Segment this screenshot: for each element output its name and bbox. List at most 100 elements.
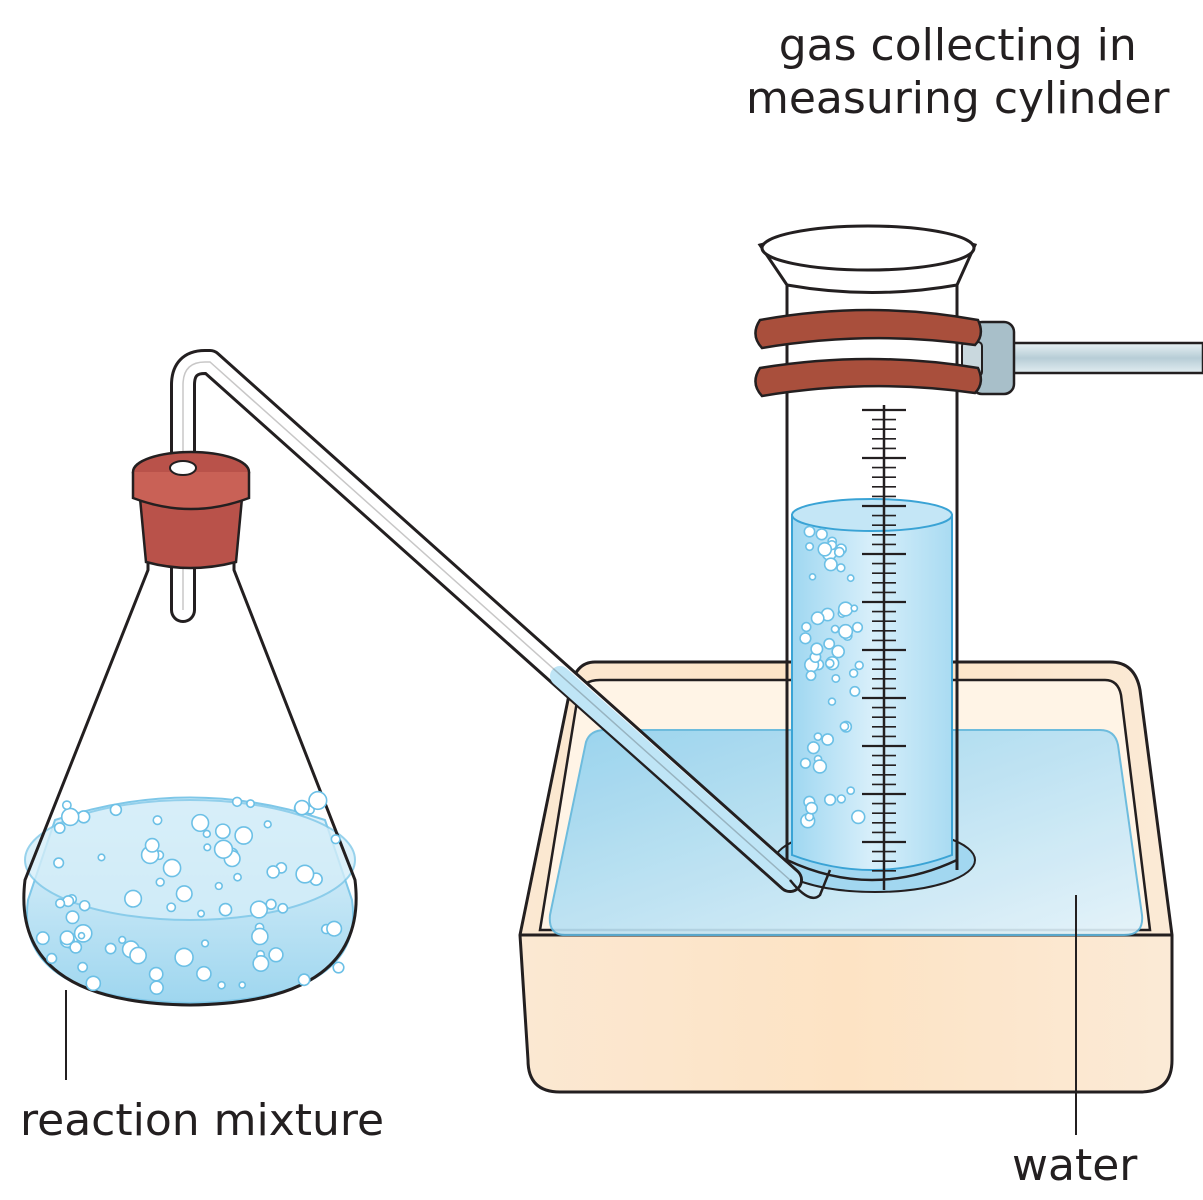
bubble xyxy=(848,668,859,679)
bubble xyxy=(252,954,270,973)
bubble xyxy=(124,889,143,908)
bubble xyxy=(60,807,80,827)
flask-reaction-bubbles xyxy=(35,790,345,995)
bubble xyxy=(813,732,823,742)
bubble xyxy=(812,759,828,774)
bubble xyxy=(249,900,269,919)
bubble xyxy=(277,902,289,914)
bubble xyxy=(849,685,861,697)
bubble xyxy=(332,961,345,974)
bubble xyxy=(846,786,856,796)
bubble xyxy=(824,658,835,669)
bubble xyxy=(162,858,182,878)
bubble xyxy=(53,857,65,869)
bubble xyxy=(77,931,86,940)
clamp-rings xyxy=(754,308,983,398)
bubble xyxy=(174,947,194,968)
bubble xyxy=(850,604,859,613)
bubble xyxy=(109,803,123,817)
bubble xyxy=(854,660,864,671)
bubble xyxy=(799,632,812,645)
bubble xyxy=(166,902,177,913)
bubble xyxy=(175,885,193,903)
bubble xyxy=(55,898,66,909)
bubble xyxy=(238,981,247,989)
bubble xyxy=(234,826,254,845)
bubble xyxy=(294,799,310,816)
bubble xyxy=(148,966,164,982)
bubble xyxy=(46,952,58,965)
gas-collecting-label-line2: measuring cylinder xyxy=(746,72,1170,124)
bubble xyxy=(149,980,164,995)
bubble xyxy=(823,637,836,650)
bubble xyxy=(851,621,864,633)
bubble xyxy=(77,810,91,824)
bubble xyxy=(838,623,854,639)
bubble xyxy=(118,935,127,945)
bubble xyxy=(251,927,269,946)
bubble xyxy=(35,931,50,946)
cylinder-graduations xyxy=(862,405,906,890)
bubble xyxy=(59,930,75,946)
bubble xyxy=(823,793,837,806)
bubble xyxy=(200,939,210,948)
bubble xyxy=(810,611,825,626)
bubble xyxy=(191,813,210,833)
bubble xyxy=(799,757,812,769)
bubble xyxy=(265,898,277,910)
bubble xyxy=(77,961,89,973)
bubble xyxy=(846,574,855,583)
bubble xyxy=(214,881,223,891)
bubble xyxy=(197,909,206,918)
bubble xyxy=(836,563,846,573)
bubble xyxy=(144,837,160,853)
cylinder-gas-bubbles xyxy=(799,525,866,829)
bubble xyxy=(823,557,838,572)
bubble xyxy=(805,801,819,815)
delivery-tube xyxy=(170,349,832,900)
bubble xyxy=(295,864,315,884)
bubble xyxy=(213,839,234,859)
bubble xyxy=(817,541,833,557)
bubble xyxy=(268,947,284,963)
bubble xyxy=(263,820,272,829)
bubble xyxy=(203,843,212,852)
clamp-stand xyxy=(961,320,1203,396)
bubble xyxy=(97,853,106,862)
bubble xyxy=(308,790,328,811)
bubble xyxy=(805,670,817,682)
bubble xyxy=(839,721,850,732)
bubble xyxy=(202,829,212,839)
bubble xyxy=(831,673,841,683)
bubble xyxy=(217,980,226,990)
bubble xyxy=(810,642,824,656)
bubble xyxy=(808,573,817,581)
bubble xyxy=(836,794,847,804)
bubble xyxy=(78,899,91,912)
bubble xyxy=(830,624,840,634)
bubble xyxy=(801,621,812,633)
bubble xyxy=(155,877,165,887)
bubble xyxy=(803,525,816,538)
bubble xyxy=(233,872,242,882)
bubble xyxy=(152,815,163,826)
water-label: water xyxy=(1012,1140,1138,1191)
gas-collecting-label: gas collecting in measuring cylinder xyxy=(746,20,1169,126)
bubble xyxy=(851,809,866,825)
bubble xyxy=(827,697,837,706)
bubble xyxy=(196,965,212,982)
bubble xyxy=(53,822,66,834)
bubble xyxy=(85,975,102,992)
bubble xyxy=(815,528,828,541)
bubble xyxy=(65,910,80,925)
bubble xyxy=(61,800,72,811)
bubble xyxy=(231,796,243,808)
bubble xyxy=(104,942,117,955)
bubble xyxy=(805,541,815,552)
measuring-cylinder xyxy=(757,224,978,893)
reaction-mixture-label: reaction mixture xyxy=(20,1095,385,1146)
bubble xyxy=(218,902,233,917)
bubble xyxy=(806,741,821,755)
bubble xyxy=(297,973,311,987)
bubble xyxy=(214,823,231,840)
